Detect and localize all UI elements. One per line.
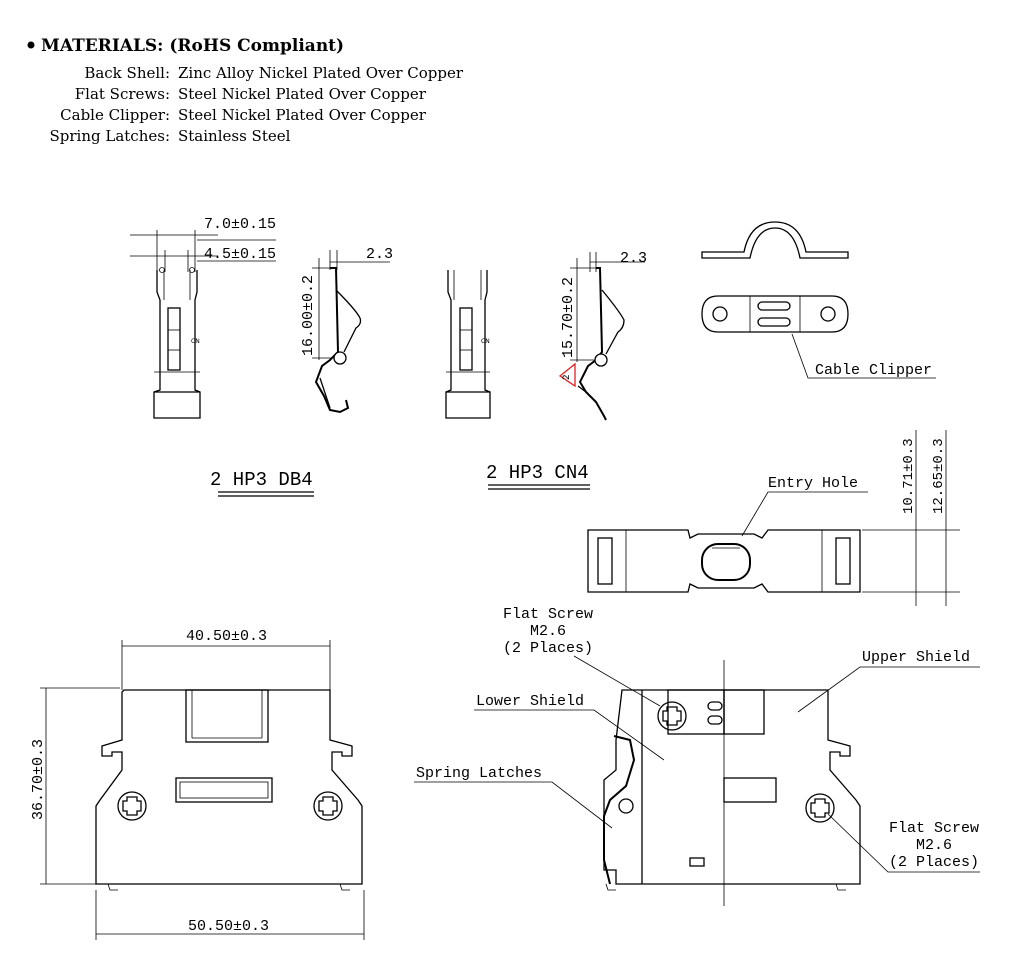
screw-icon (117, 791, 147, 821)
material-value: Steel Nickel Plated Over Copper (178, 106, 427, 124)
entry-hole-top-view: Entry Hole 10.71±0.3 12.65±0.3 (587, 430, 960, 606)
model-label-db4: 2 HP3 DB4 (210, 469, 313, 491)
dim-front-height: 36.70±0.3 (30, 739, 47, 820)
revision-mark: 2 (562, 374, 572, 380)
callout-flat-screw-top: M2.6 (530, 623, 566, 640)
dim-offset-cn: 2.3 (620, 250, 647, 267)
dim-width-7: 7.0±0.15 (204, 216, 276, 233)
bullet-icon (27, 41, 35, 49)
material-label: Cable Clipper: (60, 106, 170, 124)
material-value: Zinc Alloy Nickel Plated Over Copper (178, 64, 464, 82)
material-value: Steel Nickel Plated Over Copper (178, 85, 427, 103)
materials-block: MATERIALS: (RoHS Compliant) Back Shell: … (27, 36, 464, 145)
db4-spring-profile: 2.3 16.00±0.2 (300, 246, 393, 414)
cn4-latch-side-view: CN (445, 270, 491, 419)
callout-flat-screw-top: (2 Places) (503, 640, 593, 657)
callout-flat-screw-top: Flat Screw (503, 606, 593, 623)
materials-heading: MATERIALS: (RoHS Compliant) (41, 36, 344, 56)
side-assembly-view (603, 660, 861, 906)
callout-flat-screw-right: (2 Places) (889, 854, 979, 871)
callout-cable-clipper: Cable Clipper (815, 362, 932, 379)
dim-front-top: 40.50±0.3 (186, 628, 267, 645)
callout-entry-hole: Entry Hole (768, 475, 858, 492)
dim-front-bottom: 50.50±0.3 (188, 918, 269, 935)
assembly-callouts: Flat Screw M2.6 (2 Places) Upper Shield … (414, 606, 980, 873)
callout-flat-screw-right: Flat Screw (889, 820, 979, 837)
material-label: Flat Screws: (75, 85, 170, 103)
callout-flat-screw-right: M2.6 (916, 837, 952, 854)
dim-hole-10-71: 10.71±0.3 (901, 438, 917, 514)
db4-latch-side-view: 7.0±0.15 4.5±0.15 CN (130, 216, 276, 419)
material-label: Back Shell: (84, 64, 170, 82)
material-label: Spring Latches: (50, 127, 171, 145)
dim-height-15-7: 15.70±0.2 (560, 277, 577, 358)
model-labels: 2 HP3 DB4 2 HP3 CN4 (210, 462, 590, 497)
cn4-spring-profile: 2.3 15.70±0.2 2 (558, 250, 647, 421)
cable-clipper-drawing: Cable Clipper (701, 221, 936, 379)
screw-icon (657, 701, 687, 731)
model-label-cn4: 2 HP3 CN4 (486, 462, 589, 484)
callout-lower-shield: Lower Shield (476, 693, 584, 710)
dim-offset-db: 2.3 (366, 246, 393, 263)
dim-height-16: 16.00±0.2 (300, 275, 317, 356)
dim-width-4-5: 4.5±0.15 (204, 246, 276, 263)
screw-icon (313, 791, 343, 821)
revision-triangle-icon (558, 362, 576, 388)
callout-upper-shield: Upper Shield (862, 649, 970, 666)
material-value: Stainless Steel (178, 127, 291, 145)
svg-text:CN: CN (481, 338, 490, 345)
screw-icon (805, 793, 835, 823)
front-view: 40.50±0.3 36.70±0.3 50.50±0.3 (30, 628, 365, 940)
dim-hole-12-65: 12.65±0.3 (931, 438, 947, 514)
latch-mark: CN (191, 338, 200, 345)
callout-spring-latches: Spring Latches (416, 765, 542, 782)
